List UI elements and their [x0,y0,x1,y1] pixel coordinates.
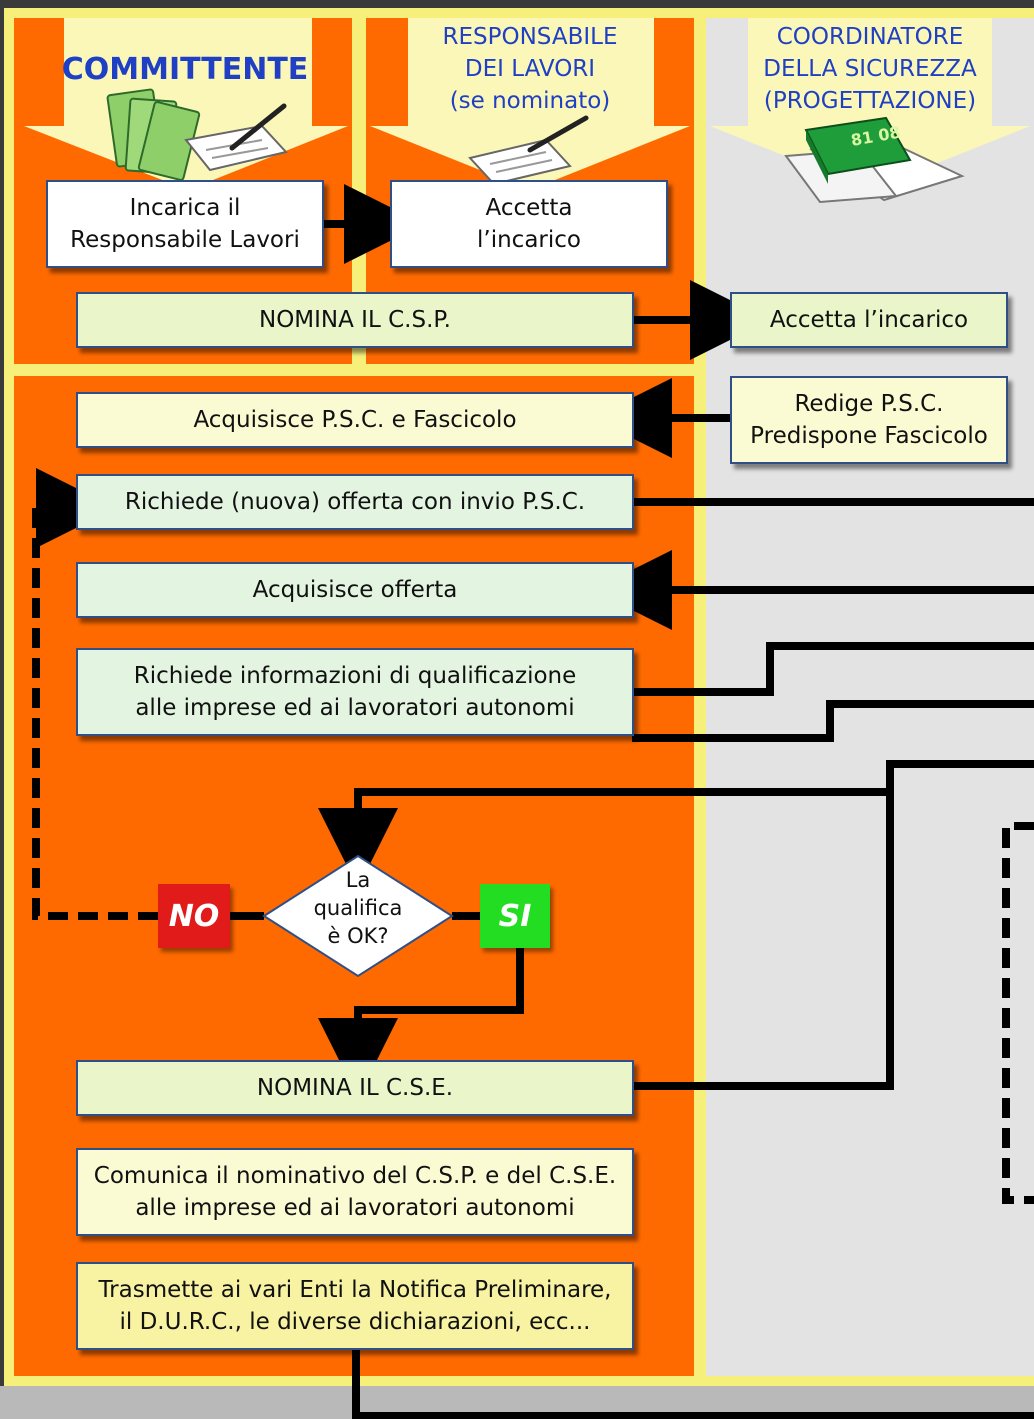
box-richiede-info-line2: alle imprese ed ai lavoratori autonomi [135,695,575,721]
box-accetta-incarico-csp: Accetta l’incarico [730,292,1008,348]
box-nomina-cse-text: NOMINA IL C.S.E. [256,1075,454,1101]
header-coordinatore: COORDINATORE DELLA SICUREZZA (PROGETTAZI… [718,21,1022,117]
box-trasmette-line1: Trasmette ai vari Enti la Notifica Preli… [98,1277,612,1303]
line-qualifica-in [632,700,1034,742]
box-comunica-line2: alle imprese ed ai lavoratori autonomi [135,1195,575,1221]
box-acquisisce-offerta: Acquisisce offerta [76,562,634,618]
box-richiede-offerta-text: Richiede (nuova) offerta con invio P.S.C… [124,489,586,515]
si-tag-label: SI [498,898,532,934]
line-trasmette-out [352,1350,1034,1419]
box-incarica-responsabile: Incarica il Responsabile Lavori [46,180,324,268]
box-accetta-rl-line2: l’incarico [477,227,581,253]
box-incarica-line2: Responsabile Lavori [70,227,300,253]
no-tag-label: NO [168,898,220,934]
header-responsabile: RESPONSABILE DEI LAVORI (se nominato) [380,21,680,117]
header-coordinatore-line1: COORDINATORE [776,24,964,50]
header-responsabile-line3: (se nominato) [449,88,611,114]
box-acquisisce-offerta-text: Acquisisce offerta [252,577,458,603]
box-comunica-line1: Comunica il nominativo del C.S.P. e del … [93,1163,617,1189]
box-richiede-info-line1: Richiede informazioni di qualificazione [133,663,577,689]
box-richiede-offerta: Richiede (nuova) offerta con invio P.S.C… [76,474,634,530]
arrow-si-to-nomina-cse [318,944,524,1098]
decision-line3: è OK? [327,924,389,948]
box-acquisisce-psc-text: Acquisisce P.S.C. e Fascicolo [193,407,517,433]
box-acquisisce-psc: Acquisisce P.S.C. e Fascicolo [76,392,634,448]
box-nomina-cse: NOMINA IL C.S.E. [76,1060,634,1116]
si-tag: SI [480,884,550,948]
dashed-no-loop [32,468,158,920]
header-committente: COMMITTENTE [40,52,330,88]
box-trasmette-notifica: Trasmette ai vari Enti la Notifica Preli… [76,1262,634,1350]
box-redige-line2: Predispone Fascicolo [750,423,988,449]
header-arrow-coordinatore [710,18,1030,190]
dashed-right-bracket [1002,822,1034,1204]
no-tag: NO [158,884,230,948]
box-trasmette-line2: il D.U.R.C., le diverse dichiarazioni, e… [119,1309,591,1335]
box-redige-line1: Redige P.S.C. [794,391,944,417]
contract-pen-icon [468,115,589,186]
box-nomina-csp: NOMINA IL C.S.P. [76,292,634,348]
header-responsabile-line1: RESPONSABILE [442,24,618,50]
line-richiede-info-out [634,642,1034,696]
box-accetta-incarico-rl: Accetta l’incarico [390,180,668,268]
box-nomina-csp-text: NOMINA IL C.S.P. [259,307,451,333]
decision-line2: qualifica [313,896,403,920]
coordinatore-panel-fill [706,18,1034,1376]
decision-text: La qualifica è OK? [290,866,426,950]
header-arrow-responsabile [370,18,690,190]
header-responsabile-line2: DEI LAVORI [464,56,596,82]
box-comunica-nominativo: Comunica il nominativo del C.S.P. e del … [76,1148,634,1236]
decision-shape [262,854,454,978]
box-accetta-csp-text: Accetta l’incarico [769,307,969,333]
header-coordinatore-line2: DELLA SICUREZZA [763,56,977,82]
header-committente-label: COMMITTENTE [61,52,309,87]
box-richiede-informazioni: Richiede informazioni di qualificazione a… [76,648,634,736]
money-contract-icon [106,88,288,181]
box-accetta-rl-line1: Accetta [485,195,573,221]
line-nomina-cse-out [634,764,894,1090]
box-incarica-line1: Incarica il [129,195,241,221]
decision-line1: La [345,868,371,892]
header-coordinatore-line3: (PROGETTAZIONE) [763,88,977,114]
safety-book-icon: 81 08 [784,116,965,204]
box-redige-psc: Redige P.S.C. Predispone Fascicolo [730,376,1008,464]
